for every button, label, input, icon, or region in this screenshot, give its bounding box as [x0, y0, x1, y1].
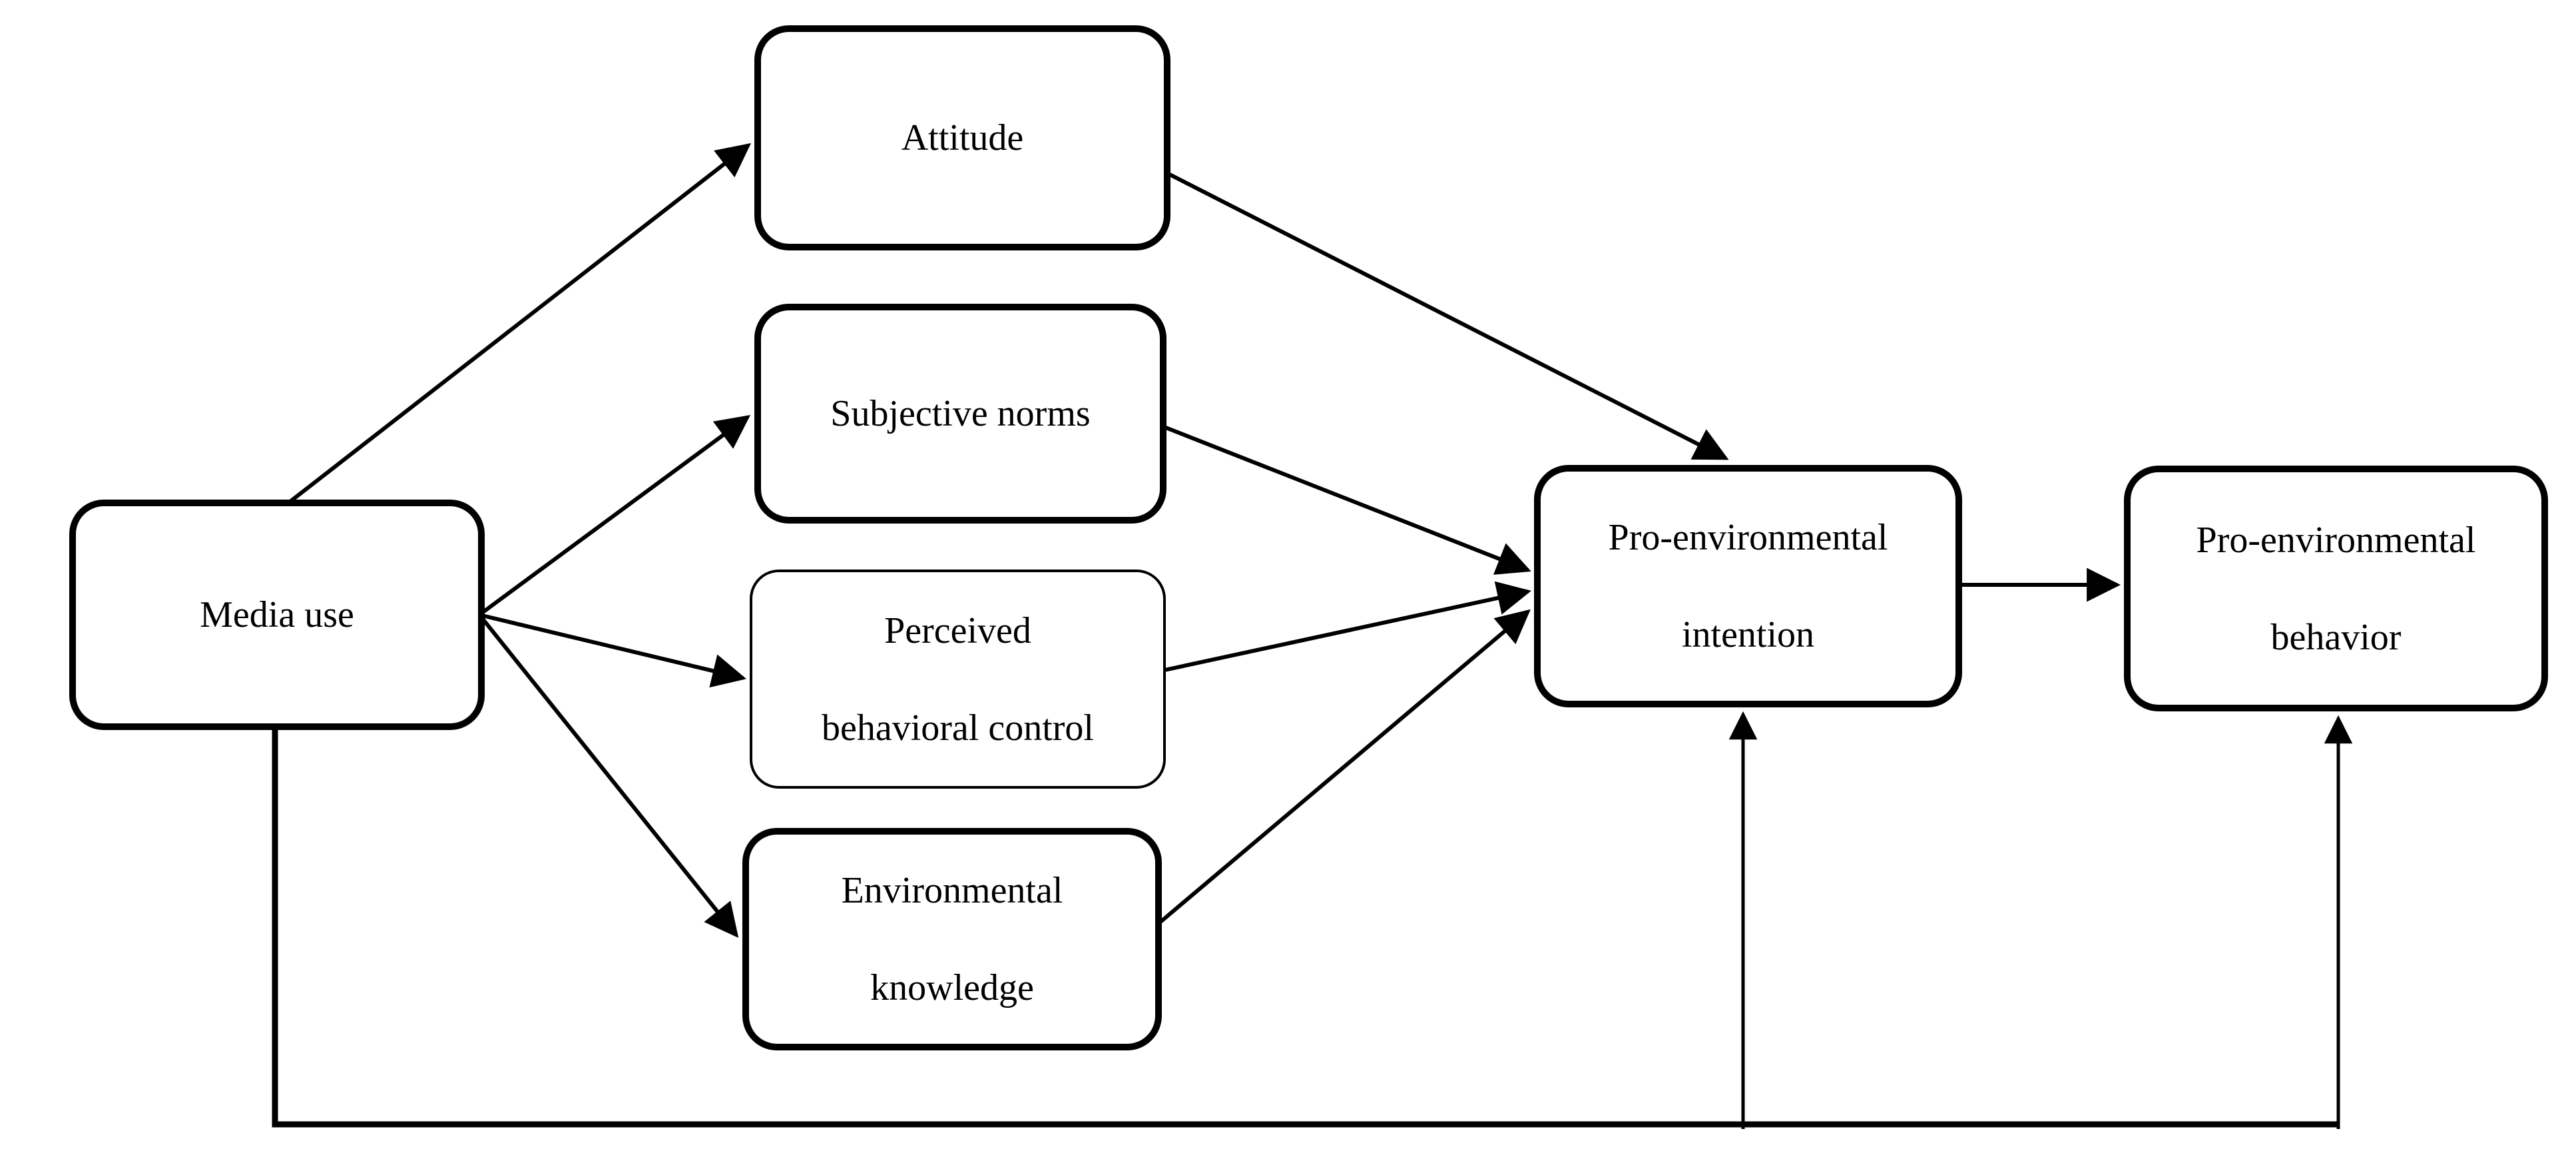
edge-subjective-norms-intention: [1164, 426, 1531, 575]
edge-media-use-perceived-behavioral-control: [481, 613, 746, 688]
edge-media-use-attitude: [290, 143, 752, 503]
edge-perceived-behavioral-control-intention: [1164, 581, 1531, 672]
node-pro-environmental-intention-label-line2: intention: [1681, 614, 1815, 655]
node-perceived-behavioral-control-label-line1: Perceived: [884, 609, 1031, 651]
node-perceived-behavioral-control: Perceived behavioral control: [750, 570, 1166, 789]
node-pro-environmental-intention-label-line1: Pro-environmental: [1608, 517, 1888, 558]
node-attitude: Attitude: [754, 25, 1170, 250]
node-attitude-label: Attitude: [901, 117, 1024, 159]
node-perceived-behavioral-control-label-line2: behavioral control: [822, 707, 1094, 749]
edge-environmental-knowledge-intention: [1159, 609, 1531, 924]
node-subjective-norms-label: Subjective norms: [830, 393, 1091, 434]
edge-attitude-intention: [1168, 173, 1729, 460]
node-environmental-knowledge-label-line1: Environmental: [841, 870, 1063, 911]
node-environmental-knowledge-label-line2: knowledge: [870, 967, 1034, 1008]
node-pro-environmental-behavior-label-line1: Pro-environmental: [2196, 519, 2476, 561]
edge-media-use-environmental-knowledge: [480, 617, 739, 938]
node-media-use-label: Media use: [200, 594, 354, 635]
node-pro-environmental-behavior-label-line2: behavior: [2270, 616, 2402, 658]
node-subjective-norms: Subjective norms: [754, 304, 1166, 524]
node-media-use: Media use: [69, 500, 485, 730]
node-environmental-knowledge: Environmental knowledge: [742, 828, 1162, 1050]
node-pro-environmental-behavior: Pro-environmental behavior: [2124, 466, 2548, 711]
node-pro-environmental-intention: Pro-environmental intention: [1534, 465, 1962, 707]
edge-media-use-subjective-norms: [481, 414, 751, 615]
edge-media-use-bottom-path: [272, 729, 2338, 1128]
